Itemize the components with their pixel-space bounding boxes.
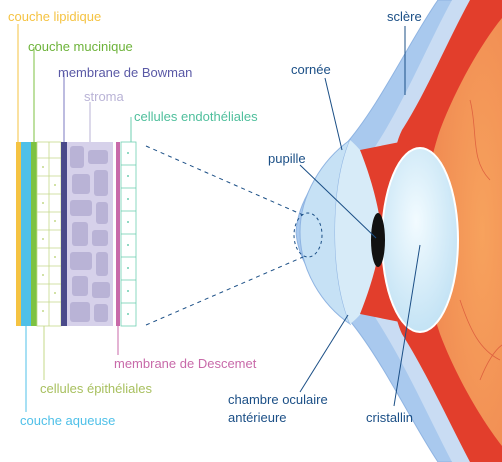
bowman-layer bbox=[61, 142, 67, 326]
stroma-layer bbox=[67, 142, 113, 326]
descemet-layer bbox=[116, 142, 120, 326]
label-anterior-chamber-line1: chambre oculaire bbox=[228, 392, 328, 407]
label-epithelial: cellules épithéliales bbox=[40, 381, 153, 396]
epithelial-layer bbox=[37, 142, 61, 326]
label-aqueous: couche aqueuse bbox=[20, 413, 115, 428]
label-stroma: stroma bbox=[84, 89, 125, 104]
label-cornea: cornée bbox=[291, 62, 331, 77]
label-descemet: membrane de Descemet bbox=[114, 356, 257, 371]
pupil-shape bbox=[371, 213, 385, 267]
lens-shape bbox=[382, 148, 458, 332]
label-pupil: pupille bbox=[268, 151, 306, 166]
label-lipid: couche lipidique bbox=[8, 9, 101, 24]
label-bowman: membrane de Bowman bbox=[58, 65, 192, 80]
label-endothelial: cellules endothéliales bbox=[134, 109, 258, 124]
aqueous-layer bbox=[21, 142, 31, 326]
zoom-line-bottom bbox=[146, 257, 303, 325]
label-mucin: couche mucinique bbox=[28, 39, 133, 54]
label-sclera: sclère bbox=[387, 9, 422, 24]
layer-strip bbox=[16, 142, 136, 326]
label-anterior-chamber-line2: antérieure bbox=[228, 410, 287, 425]
label-lens: cristallin bbox=[366, 410, 413, 425]
lipid-layer bbox=[16, 142, 21, 326]
mucin-layer bbox=[31, 142, 37, 326]
endothelial-layer bbox=[121, 142, 136, 326]
